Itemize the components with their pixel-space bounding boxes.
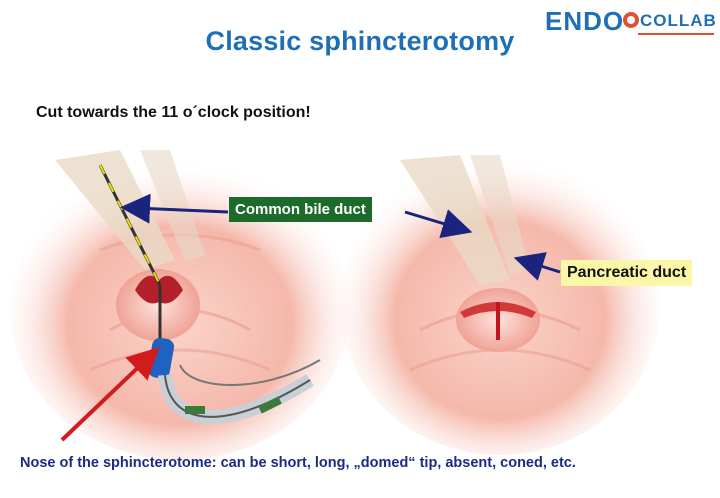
logo-endo: ENDO: [545, 6, 625, 36]
cbd-arrow-right: [404, 209, 473, 239]
logo-underline: [638, 33, 714, 35]
cbd-arrow-left: [120, 193, 229, 224]
caption: Nose of the sphincterotome: can be short…: [20, 455, 576, 471]
pd-arrow: [513, 252, 561, 281]
logo-collab: COLLAB: [640, 11, 717, 30]
pancreatic-duct-label: Pancreatic duct: [561, 260, 693, 286]
page-title: Classic sphincterotomy: [205, 26, 515, 56]
left-anatomy: [10, 150, 350, 460]
common-bile-duct-label: Common bile duct: [229, 197, 372, 222]
logo: ENDO COLLAB: [545, 6, 717, 40]
nose-arrow: [60, 346, 160, 442]
instruction: Cut towards the 11 o´clock position!: [36, 104, 311, 121]
logo-dot-icon: [623, 12, 639, 28]
right-anatomy: [340, 155, 660, 455]
